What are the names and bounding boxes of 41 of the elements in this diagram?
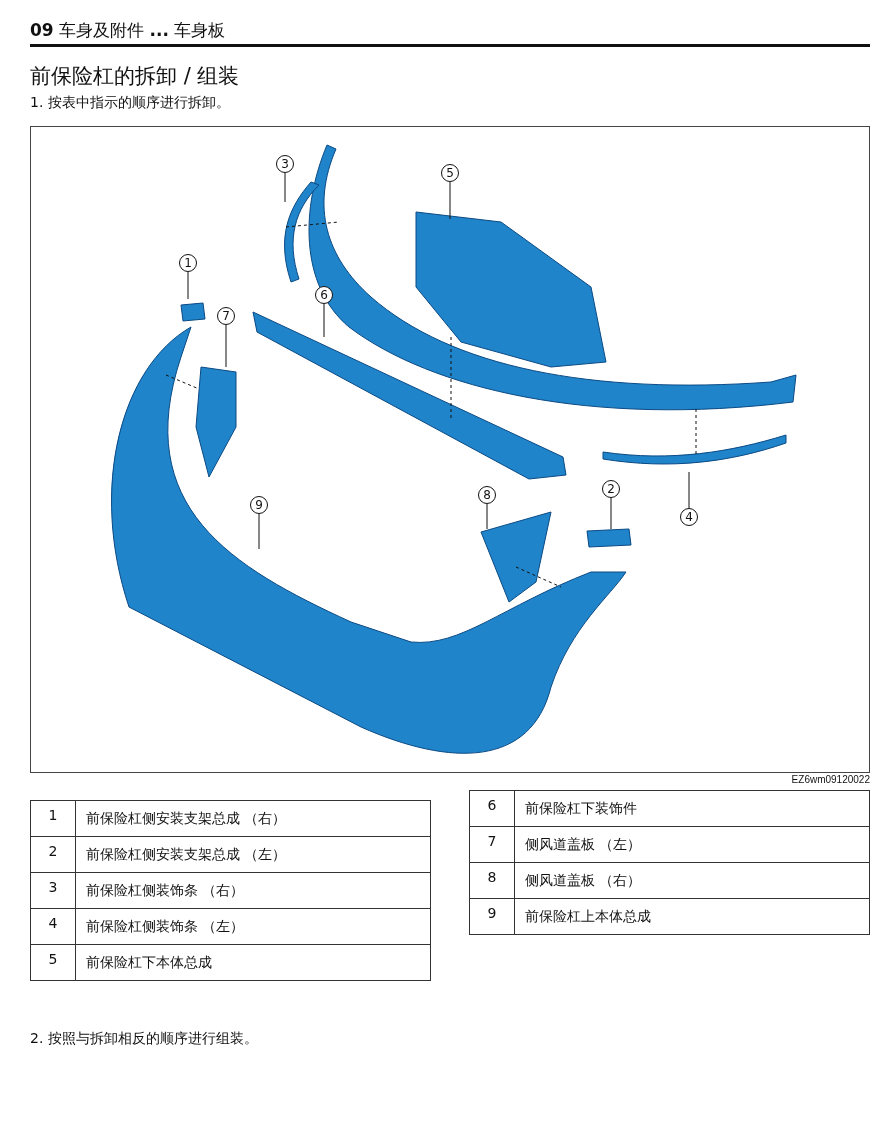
leader-line: [258, 513, 260, 550]
instruction-text: 1. 按表中指示的顺序进行拆卸。: [30, 94, 230, 112]
item-number: 7: [469, 826, 515, 863]
leader-line: [486, 503, 488, 530]
part-name: 侧风道盖板 （右）: [514, 862, 870, 899]
callout-number: 2: [602, 480, 620, 498]
callout-number: 1: [179, 254, 197, 272]
leader-line: [449, 181, 451, 220]
part-name: 前保险杠侧装饰条 （左）: [75, 908, 431, 945]
part-name: 前保险杠侧安装支架总成 （右）: [75, 800, 431, 837]
part-name: 前保险杠侧安装支架总成 （左）: [75, 836, 431, 873]
callout-number: 7: [217, 307, 235, 325]
page-title: 前保险杠的拆卸 / 组装: [30, 63, 240, 90]
part-name: 前保险杠侧装饰条 （右）: [75, 872, 431, 909]
part-name: 前保险杠上本体总成: [514, 898, 870, 935]
item-number: 3: [30, 872, 76, 909]
section-header: 09 车身及附件 ... 车身板: [30, 19, 226, 42]
callout-number: 8: [478, 486, 496, 504]
item-number: 1: [30, 800, 76, 837]
instruction-text: 2. 按照与拆卸相反的顺序进行组装。: [30, 1030, 258, 1048]
item-number: 2: [30, 836, 76, 873]
leader-line: [187, 271, 189, 300]
leader-line: [284, 172, 286, 203]
leader-line: [688, 471, 690, 509]
leader-line: [610, 497, 612, 530]
figure-code: EZ6wm09120022: [791, 774, 870, 785]
leader-line: [225, 324, 227, 368]
part-name: 侧风道盖板 （左）: [514, 826, 870, 863]
item-number: 6: [469, 790, 515, 827]
callout-number: 5: [441, 164, 459, 182]
part-name: 前保险杠下本体总成: [75, 944, 431, 981]
leader-line: [323, 303, 325, 338]
callout-number: 3: [276, 155, 294, 173]
item-number: 5: [30, 944, 76, 981]
item-number: 4: [30, 908, 76, 945]
callout-number: 6: [315, 286, 333, 304]
part-name: 前保险杠下装饰件: [514, 790, 870, 827]
callout-number: 4: [680, 508, 698, 526]
item-number: 8: [469, 862, 515, 899]
callout-number: 9: [250, 496, 268, 514]
item-number: 9: [469, 898, 515, 935]
